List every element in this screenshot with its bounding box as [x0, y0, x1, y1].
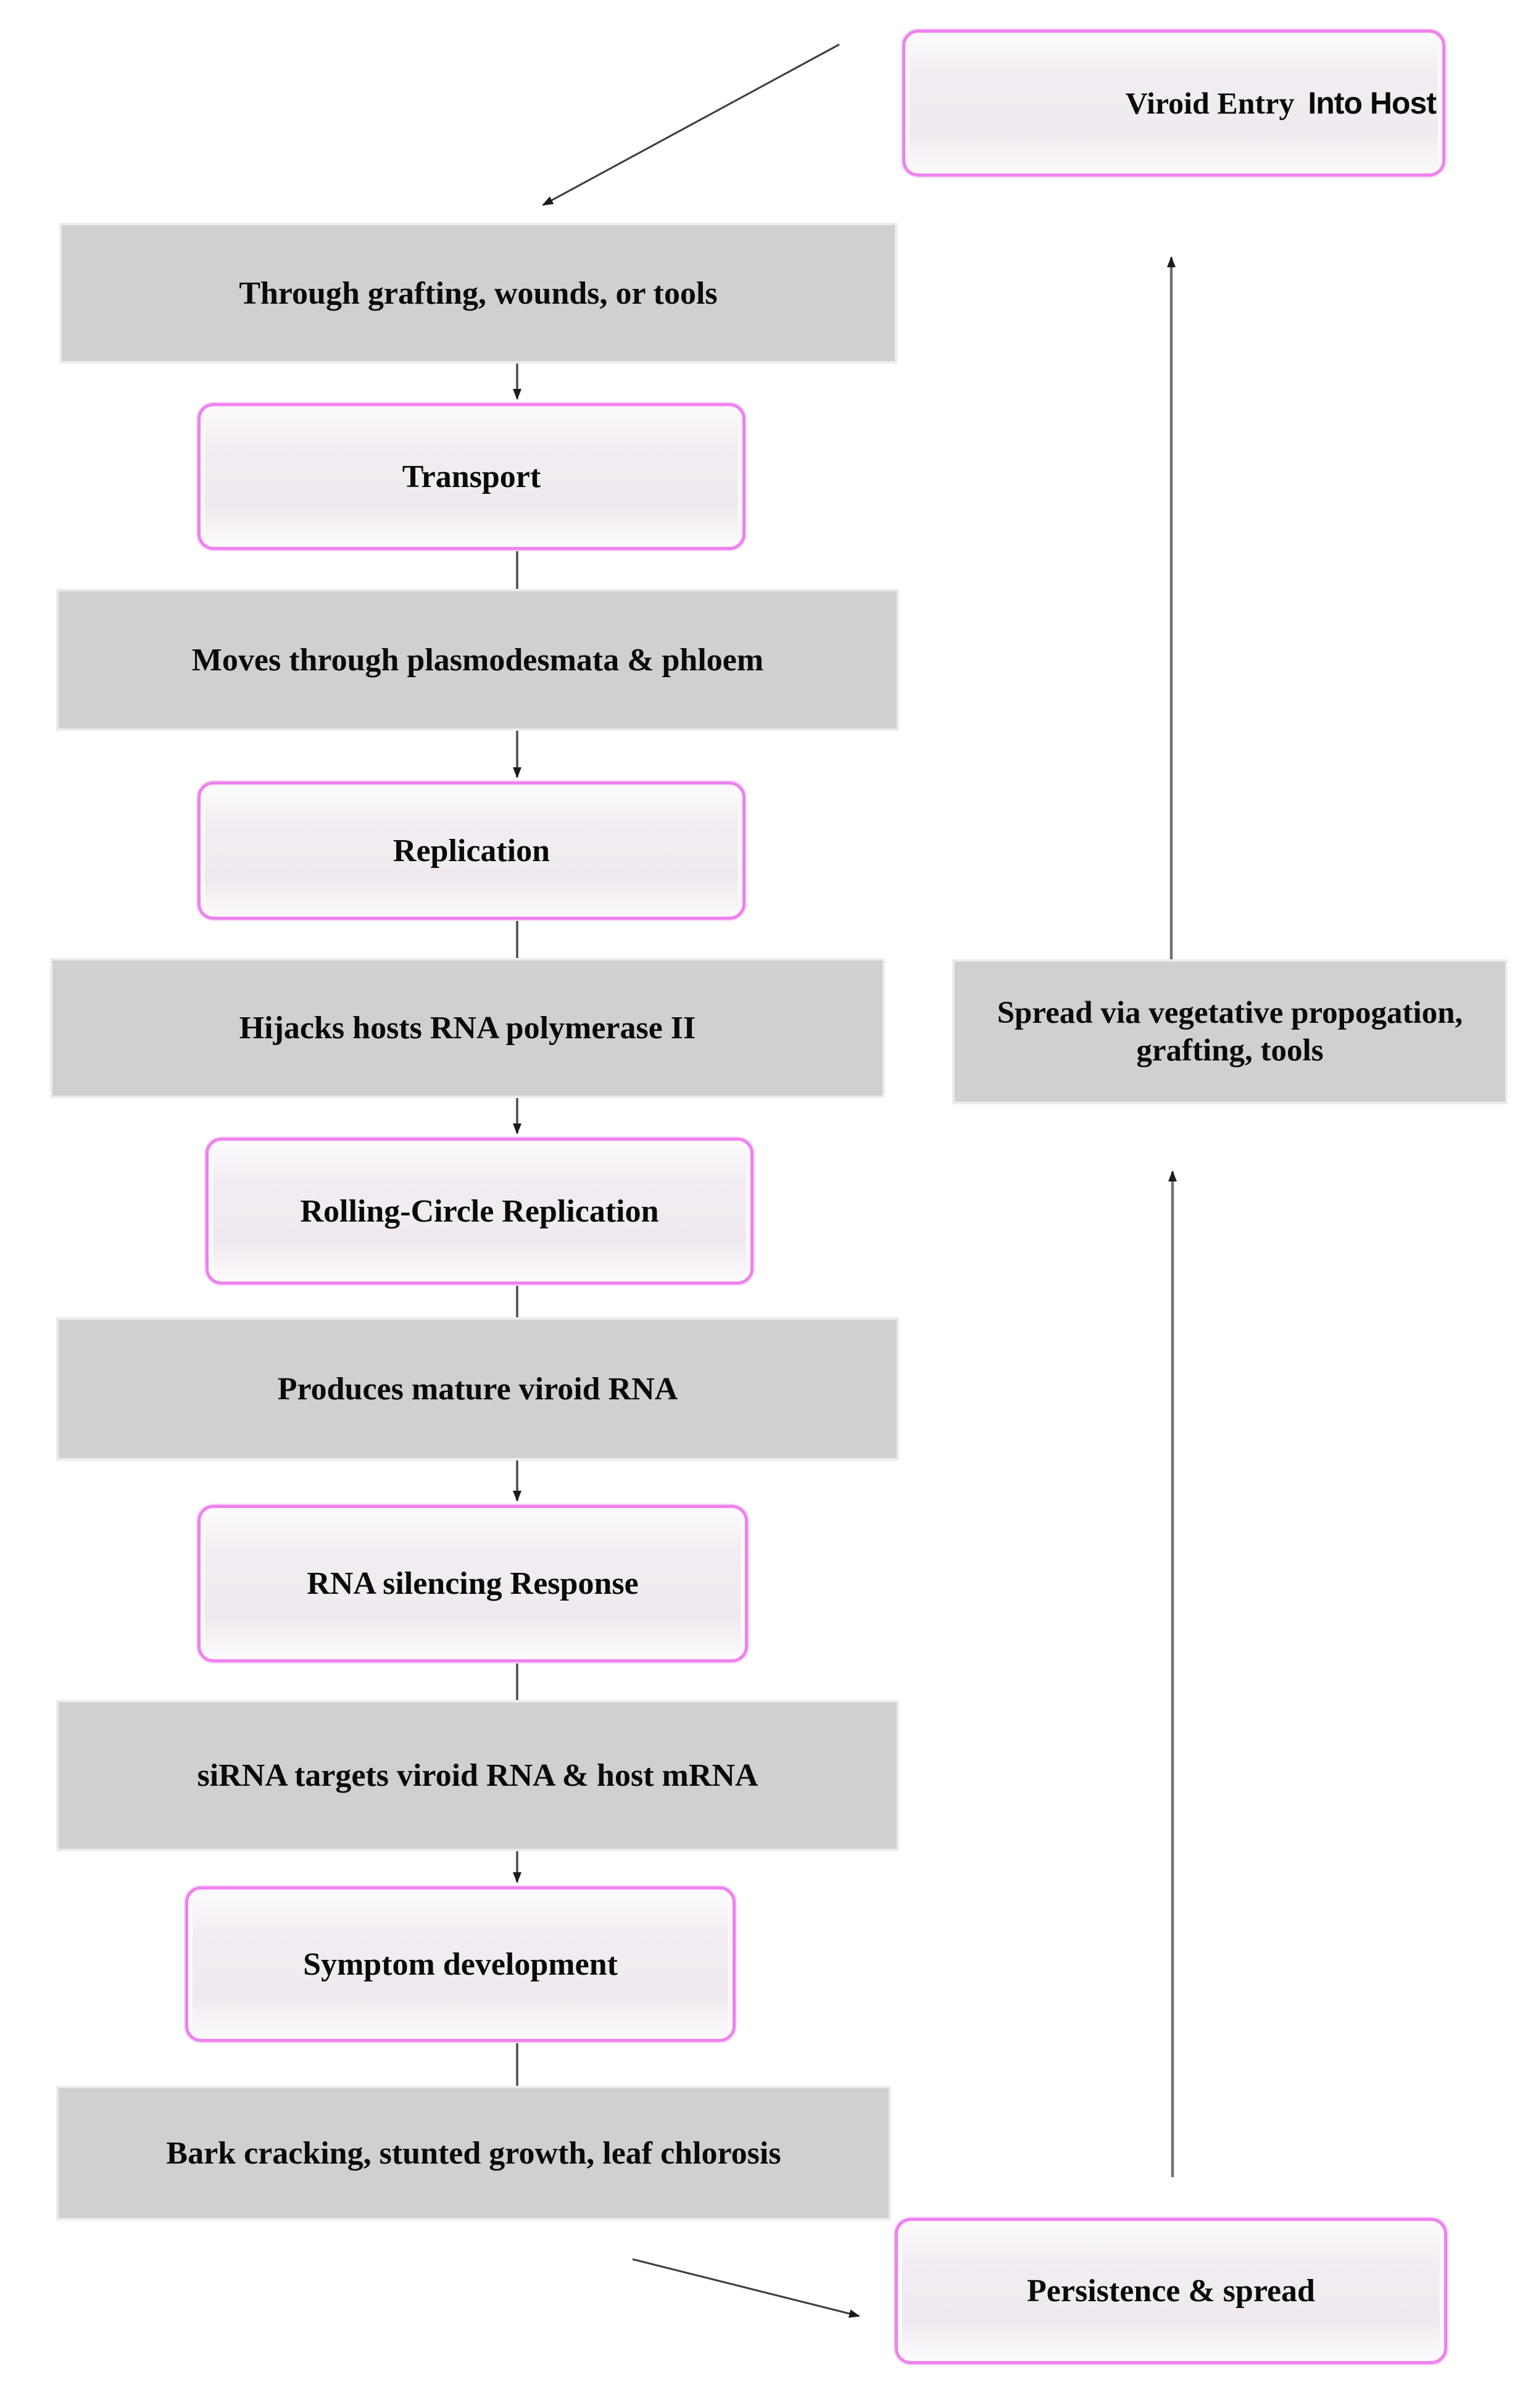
node-viroid-entry-label: Viroid Entry: [1125, 86, 1295, 120]
node-entry-route: Through grafting, wounds, or tools: [62, 225, 895, 361]
node-symptoms-list-label: Bark cracking, stunted growth, leaf chlo…: [166, 2135, 781, 2171]
node-mature-rna-label: Produces mature viroid RNA: [277, 1371, 678, 1407]
node-movement: Moves through plasmodesmata & phloem: [59, 591, 897, 728]
node-sirna-targets-label: siRNA targets viroid RNA & host mRNA: [197, 1758, 758, 1793]
node-symptom-development: Symptom development: [185, 1886, 736, 2042]
node-transport-label: Transport: [402, 459, 541, 494]
node-symptom-development-label: Symptom development: [303, 1946, 618, 1982]
node-transport: Transport: [197, 403, 745, 550]
node-viroid-entry: Viroid Entry Into Host: [902, 30, 1445, 177]
node-persistence: Persistence & spread: [895, 2218, 1447, 2364]
node-viroid-entry-label-suffix: Into Host: [1308, 86, 1437, 120]
node-movement-label: Moves through plasmodesmata & phloem: [191, 642, 764, 678]
node-symptoms-list: Bark cracking, stunted growth, leaf chlo…: [59, 2088, 889, 2218]
node-spread-route: Spread via vegetative propogation, graft…: [955, 962, 1505, 1102]
node-sirna-targets: siRNA targets viroid RNA & host mRNA: [59, 1702, 897, 1849]
node-replication: Replication: [197, 781, 745, 920]
node-rolling-circle: Rolling-Circle Replication: [206, 1138, 754, 1285]
node-entry-route-label: Through grafting, wounds, or tools: [239, 275, 718, 311]
node-rna-silencing: RNA silencing Response: [197, 1505, 748, 1662]
node-rolling-circle-label: Rolling-Circle Replication: [300, 1193, 659, 1229]
arrow-entry-to-route: [542, 43, 840, 206]
node-hijack-label: Hijacks hosts RNA polymerase II: [239, 1010, 696, 1046]
node-spread-route-label: Spread via vegetative propogation, graft…: [997, 996, 1463, 1068]
node-persistence-label: Persistence & spread: [1027, 2273, 1315, 2309]
node-mature-rna: Produces mature viroid RNA: [59, 1320, 897, 1458]
node-replication-label: Replication: [392, 833, 550, 869]
arrow-barkcrack-to-persistence: [632, 2258, 860, 2318]
node-rna-silencing-label: RNA silencing Response: [307, 1566, 639, 1601]
node-hijack: Hijacks hosts RNA polymerase II: [52, 960, 882, 1096]
